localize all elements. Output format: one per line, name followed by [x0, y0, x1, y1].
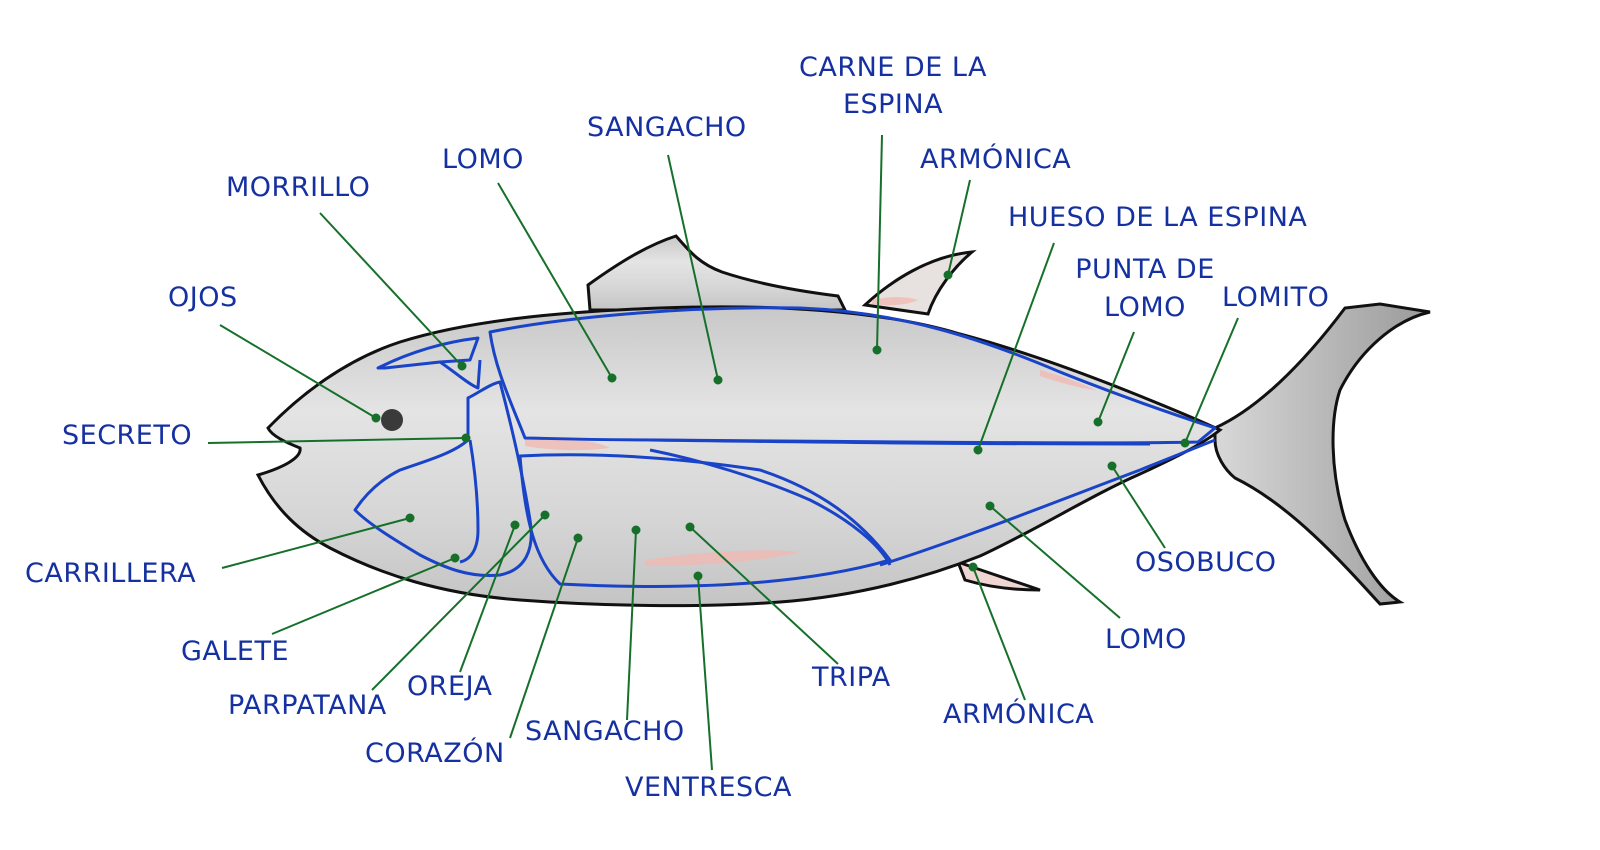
label-hueso-espina: HUESO DE LA ESPINA: [1008, 202, 1307, 233]
label-morrillo: MORRILLO: [226, 172, 370, 203]
label-corazon: CORAZÓN: [365, 737, 505, 769]
label-secreto: SECRETO: [62, 420, 192, 451]
label-punta-lomo-1: PUNTA DE: [1075, 254, 1215, 285]
label-carne-espina-1: CARNE DE LA: [799, 52, 987, 83]
lower-loin-outline: [879, 438, 1216, 567]
label-tripa: TRIPA: [811, 662, 891, 693]
label-lomito: LOMITO: [1222, 282, 1329, 313]
label-oreja: OREJA: [407, 671, 493, 702]
cut-outlines: [353, 306, 1217, 588]
label-lomo-top: LOMO: [442, 144, 524, 175]
eye: [381, 409, 403, 431]
leader-lines: [207, 134, 1239, 771]
upper-loin-outline: [488, 306, 1217, 445]
label-lomo-bottom: LOMO: [1105, 624, 1187, 655]
dorsal-fin: [586, 234, 848, 312]
label-sangacho-bottom: SANGACHO: [525, 716, 685, 747]
label-osobuco: OSOBUCO: [1135, 547, 1277, 578]
gill-inner-outline: [459, 439, 480, 564]
tail-fin: [1213, 302, 1431, 606]
gill-plate-outline: [353, 380, 533, 578]
label-ventresca: VENTRESCA: [625, 772, 792, 803]
label-punta-lomo-2: LOMO: [1104, 292, 1186, 323]
label-sangacho-top: SANGACHO: [587, 112, 747, 143]
label-carne-espina-2: ESPINA: [843, 89, 943, 120]
label-armonica-top: ARMÓNICA: [920, 143, 1071, 175]
labels: CARNE DE LA ESPINA SANGACHO ARMÓNICA LOM…: [25, 52, 1329, 803]
label-armonica-bottom: ARMÓNICA: [943, 698, 1094, 730]
spine-line: [649, 438, 1151, 446]
tripa-outline: [649, 448, 892, 566]
lower-belly-outline: [518, 453, 892, 588]
label-galete: GALETE: [181, 636, 289, 667]
label-carrillera: CARRILLERA: [25, 558, 196, 589]
label-parpatana: PARPATANA: [228, 690, 387, 721]
morrillo-outline: [439, 359, 482, 390]
label-ojos: OJOS: [168, 282, 238, 313]
head-outline: [376, 336, 480, 370]
